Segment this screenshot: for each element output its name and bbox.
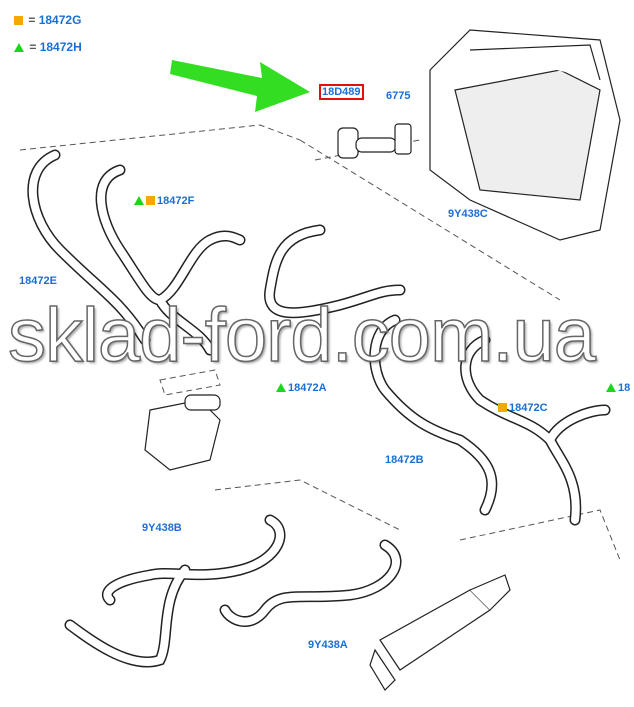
watermark: sklad-ford.com.ua	[7, 293, 597, 378]
orange-square-icon	[146, 196, 155, 205]
part-label-18472E[interactable]: 18472E	[19, 275, 57, 287]
leader-line	[299, 139, 561, 301]
hose-9Y438A	[219, 539, 402, 627]
green-triangle-icon	[606, 383, 616, 392]
green-triangle-icon	[14, 43, 24, 52]
orange-square-icon	[498, 403, 507, 412]
egr-cooler	[369, 574, 511, 691]
leader-line	[19, 124, 301, 151]
part-label-18472A[interactable]: 18472A	[276, 382, 327, 395]
part-label-9Y438B[interactable]: 9Y438B	[142, 522, 182, 534]
thermostat-housing	[144, 394, 221, 471]
leader-line	[159, 369, 221, 396]
part-label-18472B[interactable]: 18472B	[385, 454, 424, 466]
green-arrow	[170, 60, 310, 112]
leader-line	[214, 479, 401, 531]
part-label-9Y438C[interactable]: 9Y438C	[448, 208, 488, 220]
orange-square-icon	[14, 16, 23, 25]
valve-18D489	[337, 123, 412, 159]
leader-line	[459, 509, 621, 561]
part-label-18472C[interactable]: 18472C	[498, 402, 548, 415]
green-triangle-icon	[276, 383, 286, 392]
arrow-icon	[170, 60, 310, 112]
legend-item-18472H: = 18472H	[14, 40, 82, 54]
heater-unit	[429, 29, 621, 241]
legend-item-18472G: = 18472G	[14, 13, 81, 27]
part-label-18472F[interactable]: 18472F	[134, 195, 194, 208]
part-label-6775[interactable]: 6775	[386, 90, 411, 102]
hose-9Y438B	[102, 514, 286, 606]
part-label-9Y438A[interactable]: 9Y438A	[308, 639, 348, 651]
green-triangle-icon	[134, 196, 144, 205]
part-label-18-cut[interactable]: 18	[606, 382, 630, 395]
part-label-18D489[interactable]: 18D489	[319, 84, 364, 100]
